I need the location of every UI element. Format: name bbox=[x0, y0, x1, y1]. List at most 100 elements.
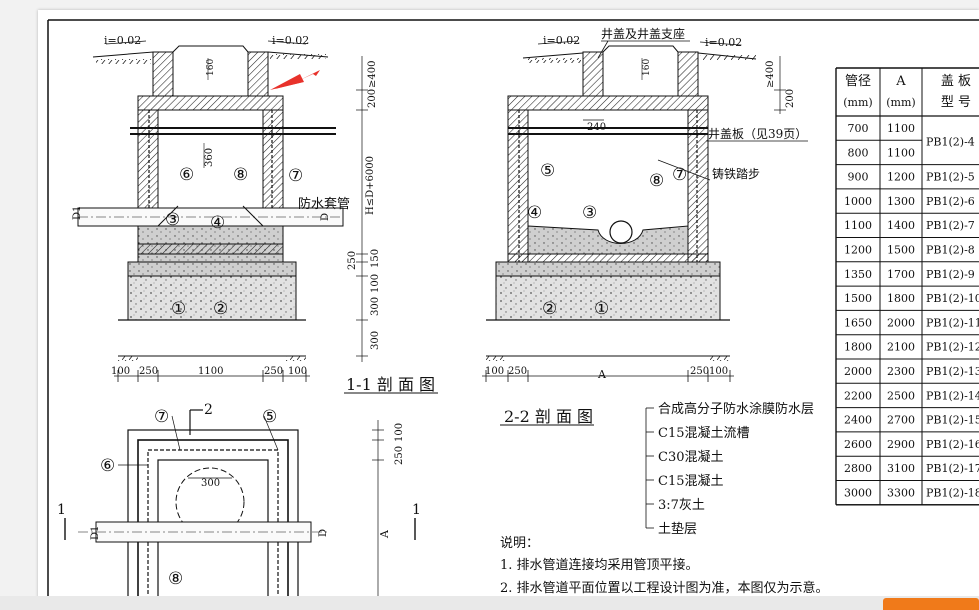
callout-cover-seat: 井盖及井盖支座 bbox=[601, 26, 685, 41]
section-1-1: i=0.02 i=0.02 160 bbox=[72, 34, 438, 394]
table-cell-diameter: 2800 bbox=[844, 462, 872, 475]
table-header-model-2: 型 号 bbox=[941, 95, 971, 110]
table-cell-diameter: 800 bbox=[848, 146, 869, 159]
plan-label-D: D bbox=[318, 529, 329, 537]
table-cell-diameter: 900 bbox=[848, 171, 869, 184]
plan-view: 300 1 1 D1 D 2 ⑦ ⑤ ⑥ ⑧ 100 250 A bbox=[57, 402, 421, 600]
plan-label-D1: D1 bbox=[90, 526, 101, 540]
table-cell-model: PB1(2)-9 bbox=[926, 268, 975, 281]
layer-c15-channel: C15混凝土流槽 bbox=[658, 425, 750, 441]
table-cell-A: 1500 bbox=[887, 244, 915, 257]
title-section-2-2: 2-2 剖 面 图 bbox=[504, 407, 593, 426]
note-2: 2. 排水管道平面位置以工程设计图为准，本图仅为示意。 bbox=[500, 580, 829, 596]
top-slab bbox=[137, 95, 284, 111]
layer-c15: C15混凝土 bbox=[658, 473, 724, 489]
plan-callout-6: ⑥ bbox=[100, 456, 115, 476]
callout-waterproof-sleeve: 防水套管 bbox=[298, 196, 350, 212]
table-header-A-unit: (mm) bbox=[886, 96, 915, 109]
note-1: 1. 排水管道连接均采用管顶平接。 bbox=[500, 557, 699, 573]
label-D: D bbox=[320, 213, 331, 221]
slope-label-left: i=0.02 bbox=[104, 34, 141, 47]
slope-label-right: i=0.02 bbox=[272, 34, 309, 47]
label-D1: D1 bbox=[72, 206, 83, 220]
table-cell-model: PB1(2)-4 bbox=[926, 135, 975, 148]
table-cell-diameter: 1350 bbox=[844, 268, 872, 281]
dim-b-100b: 100 bbox=[288, 366, 307, 377]
dim-b2-250b: 250 bbox=[690, 366, 709, 377]
table-cell-A: 2700 bbox=[887, 414, 915, 427]
callout-7: ⑦ bbox=[288, 166, 303, 186]
table-cell-diameter: 2600 bbox=[844, 438, 872, 451]
table-cell-diameter: 1100 bbox=[844, 219, 872, 232]
table-cell-A: 1800 bbox=[887, 292, 915, 305]
callout-cast-iron-step: 铸铁踏步 bbox=[712, 166, 760, 181]
callout-2-2: ② bbox=[542, 299, 557, 319]
floating-tab[interactable] bbox=[883, 598, 979, 610]
dim-b-1100: 1100 bbox=[198, 366, 223, 377]
plan-dim-250: 250 bbox=[394, 446, 405, 465]
callout-8: ⑧ bbox=[233, 165, 248, 185]
dim-b2-100b: 100 bbox=[709, 366, 728, 377]
dim-b2-100a: 100 bbox=[485, 366, 504, 377]
dim-ge400: ≥400 bbox=[367, 61, 378, 88]
table-cell-A: 1200 bbox=[887, 171, 915, 184]
table-cell-A: 2500 bbox=[887, 389, 915, 402]
dim-160-2: 160 bbox=[642, 59, 652, 76]
layer-lime-soil: 3:7灰土 bbox=[658, 498, 705, 513]
table-cell-diameter: 2400 bbox=[844, 414, 872, 427]
table-cell-A: 1100 bbox=[887, 122, 915, 135]
callout-3-2: ③ bbox=[582, 203, 597, 223]
table-cell-A: 2000 bbox=[887, 316, 915, 329]
dim-200: 200 bbox=[367, 89, 378, 108]
table-cell-model: PB1(2)-7 bbox=[926, 219, 975, 232]
table-cell-model: PB1(2)-12 bbox=[926, 341, 979, 354]
slope-arrow bbox=[105, 40, 147, 45]
callout-2: ② bbox=[213, 299, 228, 319]
table-cell-diameter: 1650 bbox=[844, 316, 872, 329]
dim-250: 250 bbox=[347, 251, 358, 270]
table-cell-model: PB1(2)-8 bbox=[926, 244, 975, 257]
layer-soil-cushion: 土垫层 bbox=[658, 521, 697, 537]
table-cell-A: 2900 bbox=[887, 438, 915, 451]
channel-benching bbox=[527, 225, 689, 255]
callout-6: ⑥ bbox=[179, 165, 194, 185]
section-2-2: i=0.02 i=0.02 井盖及井盖支座 160 240 ≥400 bbox=[482, 26, 808, 426]
table-cell-model: PB1(2)-18 bbox=[926, 487, 979, 500]
manhole-construction-drawing: i=0.02 i=0.02 160 bbox=[47, 19, 979, 600]
dim-b2-250a: 250 bbox=[508, 366, 527, 377]
table-header-A: A bbox=[895, 74, 906, 89]
dim-b-100a: 100 bbox=[111, 366, 130, 377]
plan-callout-5: ⑤ bbox=[262, 407, 277, 427]
callout-8-2: ⑧ bbox=[649, 171, 664, 191]
dim-ge400-2: ≥400 bbox=[765, 61, 776, 88]
chimney-wall-right bbox=[247, 51, 269, 97]
layer-legend: 合成高分子防水涂膜防水层 C15混凝土流槽 C30混凝土 C15混凝土 3:7灰… bbox=[645, 401, 814, 537]
table-cell-A: 3300 bbox=[887, 487, 915, 500]
slope-label-left-2: i=0.02 bbox=[543, 34, 580, 47]
table-cell-model: PB1(2)-17 bbox=[926, 462, 979, 475]
dim-150: 150 bbox=[370, 249, 381, 268]
dim-160: 160 bbox=[206, 59, 216, 76]
dim-300a: 300 bbox=[370, 297, 381, 316]
table-cell-model: PB1(2)-16 bbox=[926, 438, 979, 451]
callout-cover-slab: 井盖板（见39页） bbox=[708, 127, 807, 141]
notes-heading: 说明： bbox=[500, 536, 539, 551]
table-cell-model: PB1(2)-6 bbox=[926, 195, 975, 208]
title-section-1-1: 1-1 剖 面 图 bbox=[346, 375, 435, 394]
table-cell-diameter: 1500 bbox=[844, 292, 872, 305]
notes: 说明： 1. 排水管道连接均采用管顶平接。 2. 排水管道平面位置以工程设计图为… bbox=[500, 536, 829, 596]
dim-H: H≤D+6000 bbox=[365, 156, 376, 215]
table-cell-model: PB1(2)-15 bbox=[926, 414, 979, 427]
pipe-section-2-2 bbox=[609, 220, 633, 244]
table-cell-A: 1100 bbox=[887, 146, 915, 159]
table-cell-A: 2100 bbox=[887, 341, 915, 354]
dim-b-250a: 250 bbox=[139, 366, 158, 377]
callout-1: ① bbox=[171, 299, 186, 319]
table-cell-diameter: 3000 bbox=[844, 487, 872, 500]
plan-dim-100: 100 bbox=[394, 423, 405, 442]
callout-4-2: ④ bbox=[527, 203, 542, 223]
table-cell-A: 3100 bbox=[887, 462, 915, 475]
foundation-c15 bbox=[127, 261, 297, 277]
callout-4: ④ bbox=[210, 213, 225, 233]
table-cell-A: 2300 bbox=[887, 365, 915, 378]
